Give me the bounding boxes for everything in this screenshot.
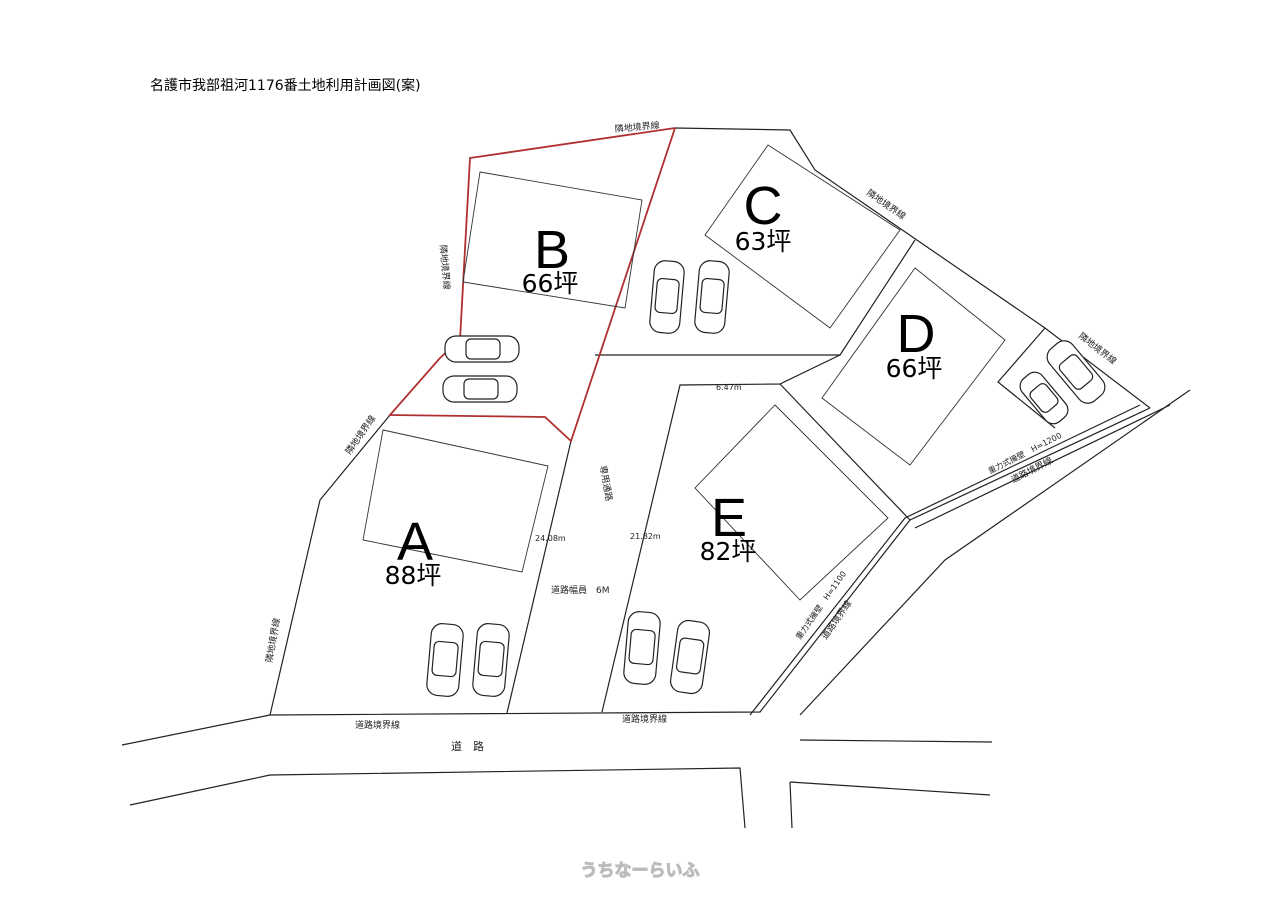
lot-c-letter: C (744, 176, 783, 236)
building-footprint-d (821, 267, 1006, 466)
car-icon (669, 619, 711, 695)
neighbor-boundary-label: 隣地境界線 (437, 244, 453, 290)
lot-c-area: 63坪 (735, 227, 792, 256)
building-footprint-e (694, 404, 889, 601)
lot-e-area: 82坪 (700, 537, 757, 566)
site-boundary-left (269, 414, 391, 716)
retaining-wall (749, 404, 1141, 716)
road-boundary-line (121, 407, 1151, 746)
neighbor-boundary-label: 隣地境界線 (614, 119, 660, 135)
lot-e-letter: E (711, 488, 747, 548)
dimension-label: 21.82m (630, 532, 661, 541)
lot-a-letter: A (397, 512, 433, 572)
lot-line (997, 327, 1056, 429)
retaining-wall-label: 重力式擁壁 H=1100 (793, 569, 848, 641)
building-footprint-a (362, 429, 549, 573)
building-footprint-b (462, 171, 643, 309)
road-edge-lower (129, 767, 746, 829)
road-label: 道 路 (451, 739, 484, 753)
lot-d-letter: D (897, 304, 936, 364)
car-icon (444, 335, 520, 363)
car-icon (1046, 340, 1106, 404)
dimension-label: 6.47m (716, 383, 742, 392)
lot-line (779, 383, 911, 521)
road-edge (914, 404, 1171, 529)
lot-d-area: 66坪 (886, 354, 943, 383)
lot-b-boundary (388, 127, 676, 443)
lot-line (601, 354, 841, 713)
drawing-title: 名護市我部祖河1176番土地利用計画図(案) (150, 77, 421, 94)
car-icon (426, 623, 464, 697)
lot-b-letter: B (534, 220, 570, 280)
neighbor-boundary-label: 隣地境界線 (263, 617, 283, 663)
car-icon (649, 260, 685, 334)
lot-line (506, 440, 572, 714)
car-icon (442, 375, 518, 403)
road-edge (799, 739, 993, 743)
watermark: うちなーらいふ (581, 861, 700, 881)
lot-a-area: 88坪 (385, 561, 442, 590)
road-edge-lower (789, 781, 793, 829)
road-width-label: 道路幅員 6M (551, 584, 610, 596)
road-boundary-label: 道路境界線 (622, 713, 667, 725)
lot-line (595, 239, 916, 356)
road-edge-lower (789, 781, 991, 796)
building-footprint-c (704, 144, 901, 329)
car-icon (1019, 371, 1069, 425)
road-edge (799, 389, 1191, 716)
car-icon (472, 623, 510, 697)
neighbor-boundary-label: 隣地境界線 (864, 187, 908, 223)
road-boundary-label: 道路境界線 (355, 719, 400, 731)
lot-b-area: 66坪 (522, 269, 579, 298)
dimension-label: 24.08m (535, 534, 566, 543)
car-icon (694, 260, 730, 334)
private-path-label: 専用通路 (597, 464, 615, 502)
car-icon (623, 611, 661, 685)
